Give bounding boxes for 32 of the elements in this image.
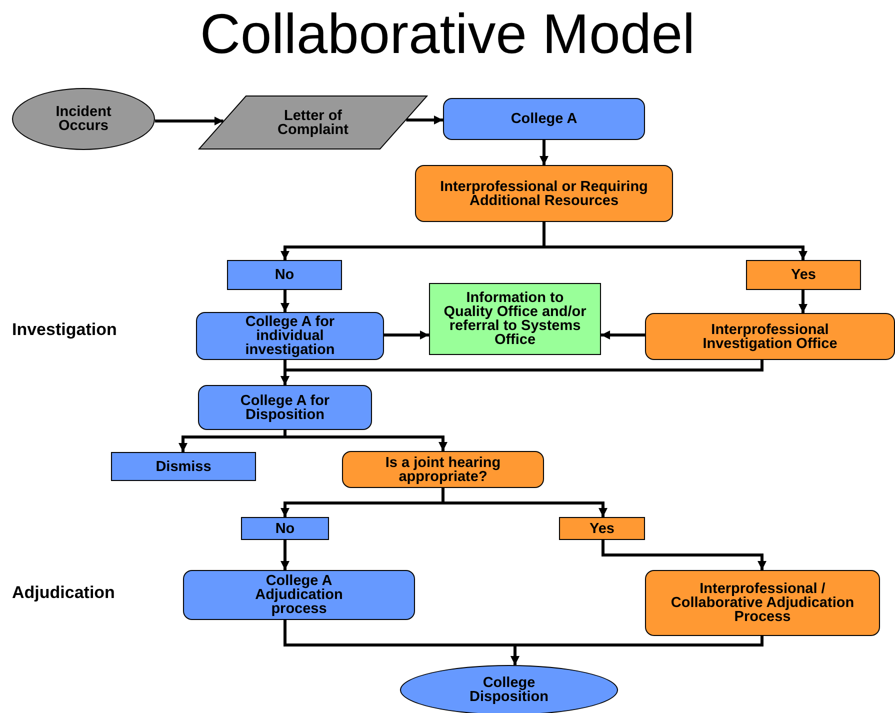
branch-box: No: [227, 260, 342, 290]
arrow: [601, 330, 645, 340]
arrow: [798, 290, 808, 313]
arrow: [540, 140, 548, 165]
process-box: College A for individual investigation: [196, 312, 384, 360]
process-box: Interprofessional Investigation Office: [645, 313, 895, 360]
process-box: College A for Disposition: [198, 385, 372, 430]
branch-box: No: [241, 517, 329, 540]
title: Collaborative Model: [199, 2, 696, 66]
process-box: Dismiss: [111, 452, 256, 481]
end-ellipse: College Disposition: [400, 665, 618, 713]
arrow: [406, 116, 443, 124]
branch-box: Yes: [746, 260, 861, 290]
arrow: [510, 636, 764, 665]
process-box: Interprofessional / Collaborative Adjudication Process: [645, 570, 880, 636]
arrow: [542, 222, 808, 260]
arrow: [155, 116, 224, 126]
process-box: Information to Quality Office and/or referral to Systems Office: [429, 283, 601, 355]
process-box: College A Adjudication process: [183, 570, 415, 620]
arrow: [280, 540, 290, 570]
start-ellipse: Incident Occurs: [12, 88, 155, 150]
section-label: Adjudication: [12, 583, 115, 603]
decision-box: Is a joint hearing appropriate?: [342, 451, 544, 488]
arrow: [384, 330, 429, 340]
branch-box: Yes: [559, 517, 645, 540]
section-label: Investigation: [12, 320, 117, 340]
arrow: [280, 290, 290, 312]
process-box: College A: [443, 98, 645, 140]
arrow: [280, 360, 764, 385]
document-parallelogram: Letter of Complaint: [198, 95, 428, 150]
arrow: [602, 540, 766, 570]
process-box: Interprofessional or Requiring Additional Resources: [415, 165, 673, 222]
